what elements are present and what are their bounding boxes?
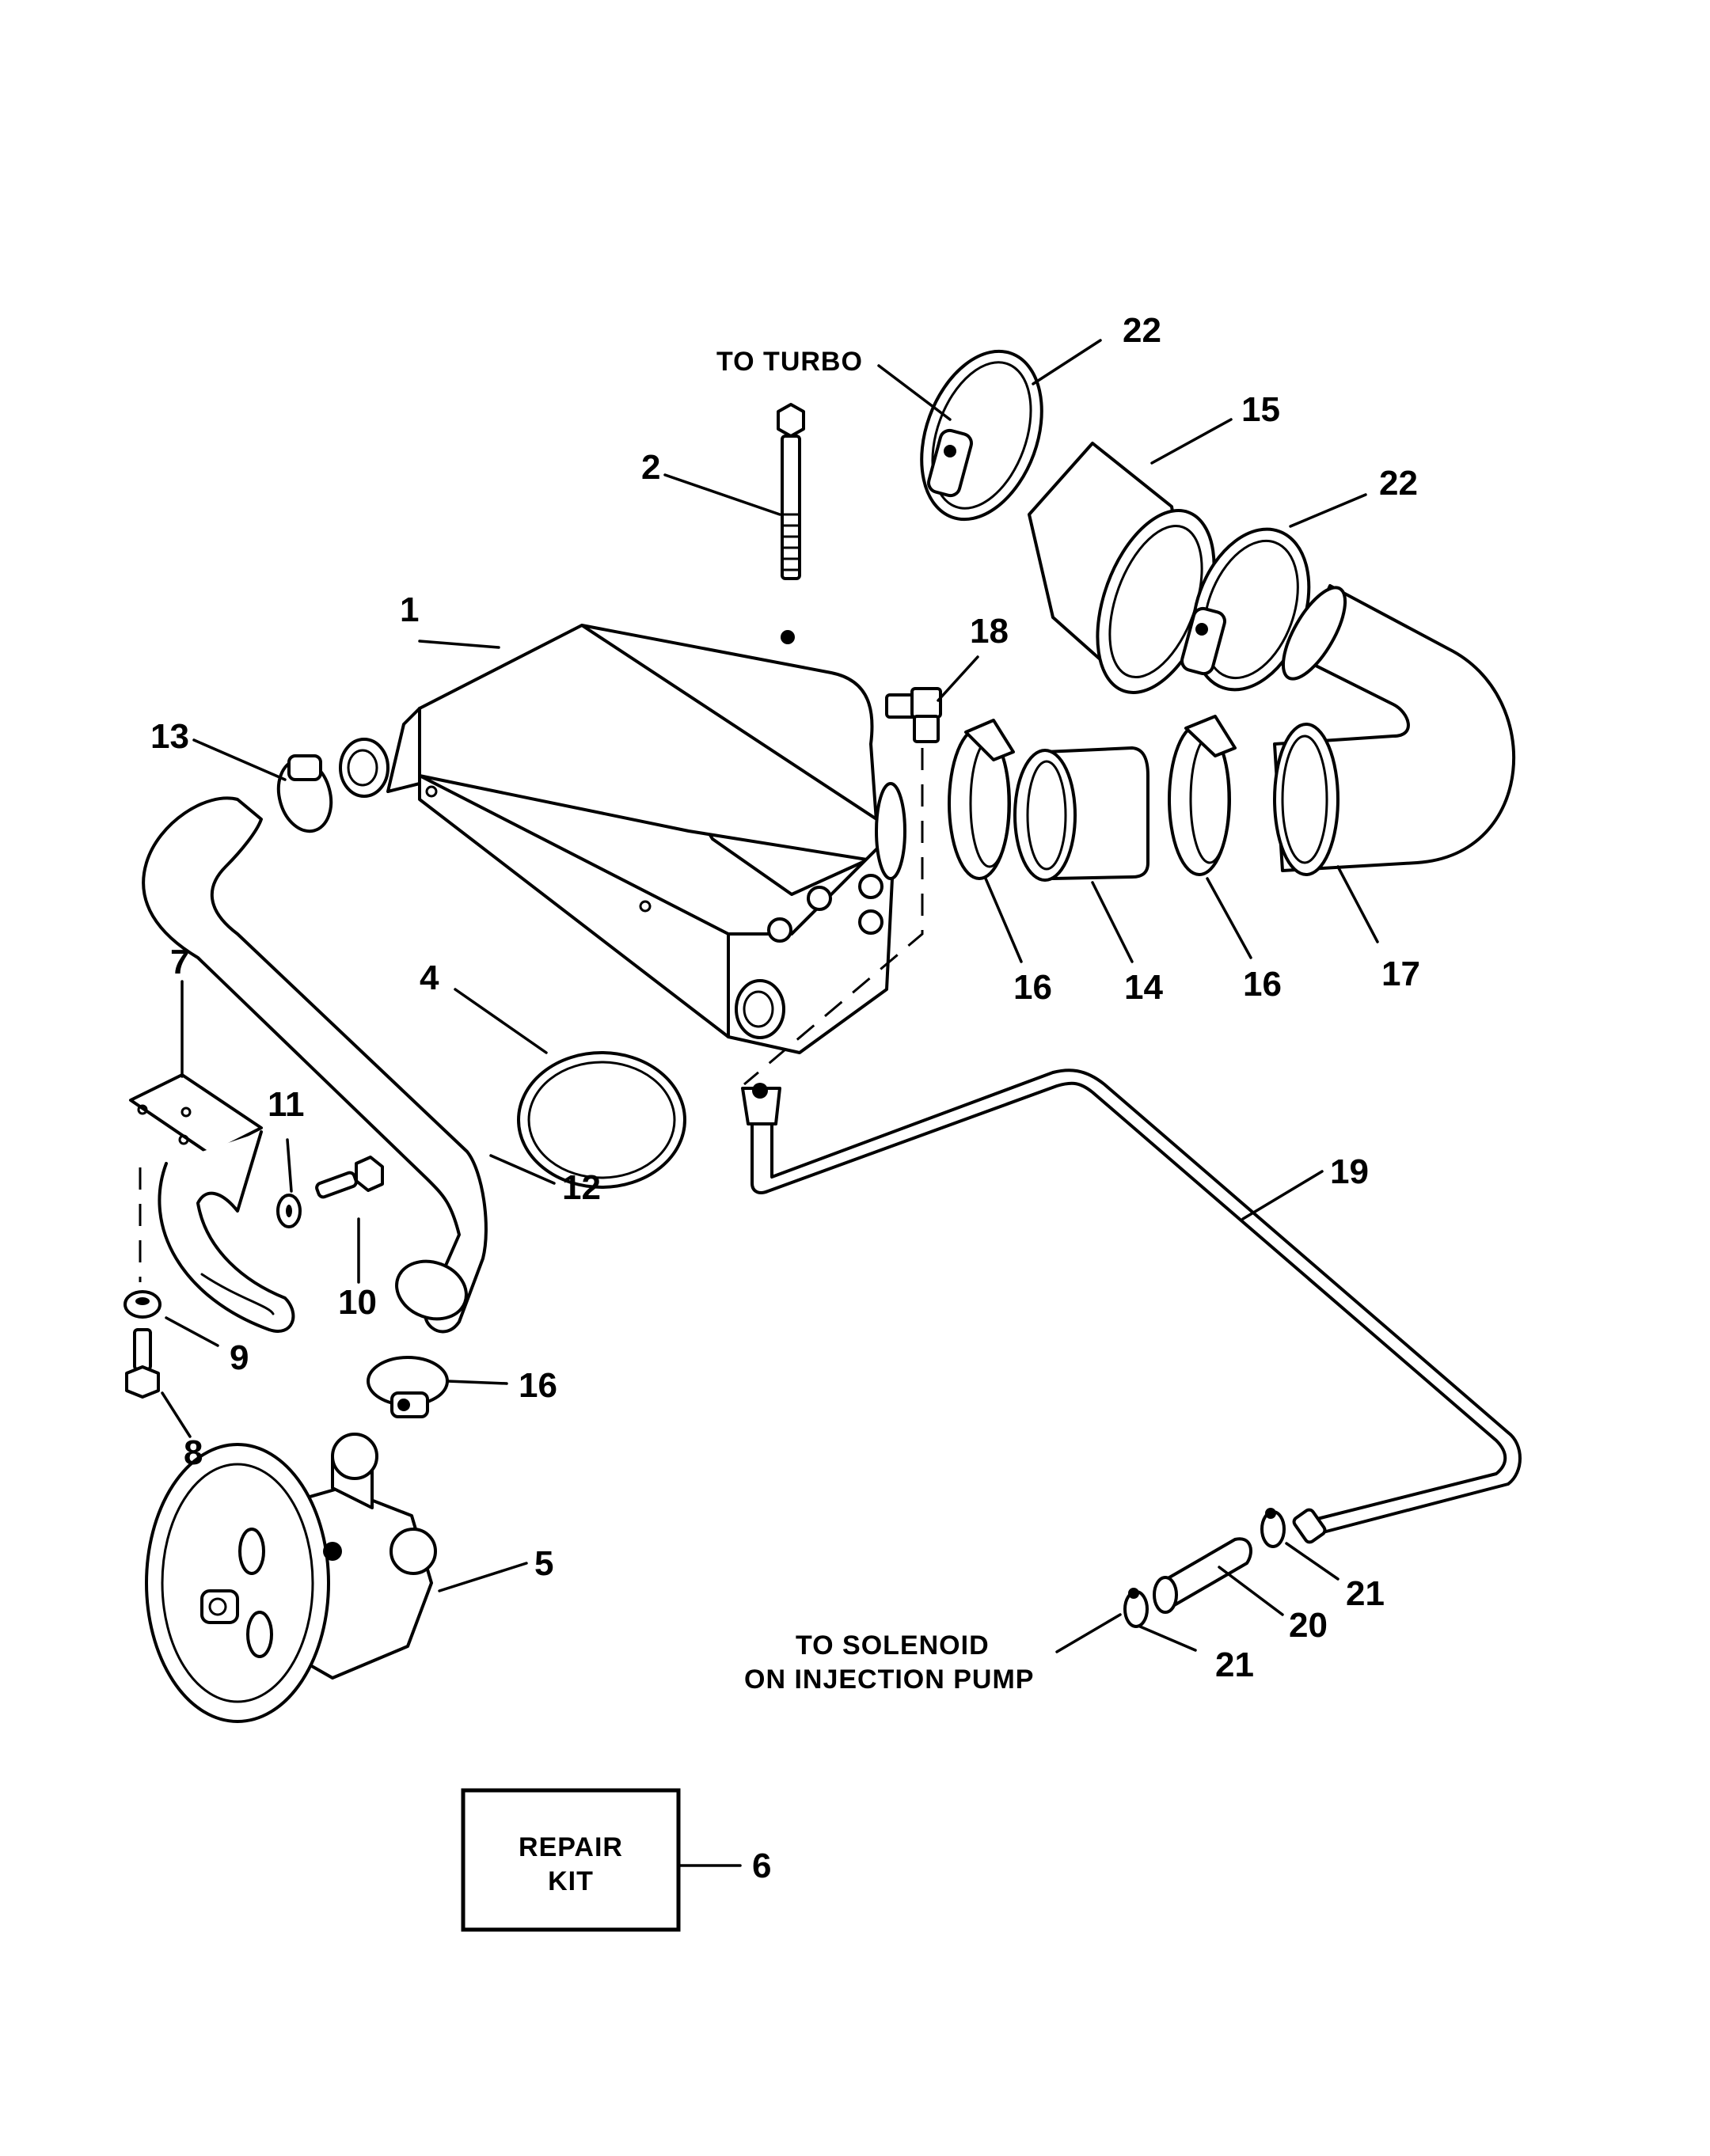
repair-kit-box: REPAIR KIT bbox=[461, 1788, 681, 1932]
screw-part-10 bbox=[315, 1156, 384, 1199]
note-to-solenoid-line1: TO SOLENOID bbox=[796, 1630, 990, 1661]
bracket-part-7 bbox=[129, 1073, 295, 1333]
callout-16-right: 16 bbox=[1243, 965, 1282, 1004]
callout-12: 12 bbox=[562, 1168, 601, 1207]
o-ring-part-4 bbox=[517, 1051, 686, 1189]
seawater-pump-part-5 bbox=[145, 1433, 437, 1723]
clamp-part-21-lower bbox=[1123, 1588, 1149, 1628]
callout-9: 9 bbox=[230, 1338, 249, 1377]
callout-2: 2 bbox=[641, 448, 660, 487]
callout-19: 19 bbox=[1330, 1152, 1369, 1191]
tube-part-19 bbox=[741, 1069, 1522, 1544]
hose-part-12 bbox=[142, 796, 488, 1334]
callout-11: 11 bbox=[268, 1085, 305, 1124]
callout-8: 8 bbox=[184, 1433, 203, 1472]
bolt-part-2 bbox=[777, 403, 805, 580]
callout-21-upper: 21 bbox=[1346, 1574, 1385, 1613]
callout-4: 4 bbox=[420, 958, 439, 997]
callout-21-lower: 21 bbox=[1215, 1645, 1254, 1684]
leader-lines bbox=[161, 339, 1379, 1867]
callout-13: 13 bbox=[150, 717, 189, 756]
callout-22-second: 22 bbox=[1379, 464, 1418, 503]
callout-16-left: 16 bbox=[1013, 968, 1052, 1007]
callout-20: 20 bbox=[1289, 1606, 1328, 1645]
washer-part-11 bbox=[276, 1194, 302, 1228]
callout-18: 18 bbox=[970, 612, 1009, 651]
callout-14: 14 bbox=[1124, 968, 1163, 1007]
hose-clamp-part-13 bbox=[276, 754, 333, 833]
callout-5: 5 bbox=[534, 1544, 553, 1583]
hose-part-20 bbox=[1153, 1537, 1252, 1614]
note-to-turbo: TO TURBO bbox=[716, 347, 863, 377]
callout-1: 1 bbox=[400, 590, 419, 629]
hose-clamp-part-16-lower bbox=[367, 1356, 449, 1418]
elbow-fitting-part-18 bbox=[885, 687, 942, 743]
callout-7: 7 bbox=[170, 943, 189, 981]
callout-15: 15 bbox=[1241, 390, 1280, 429]
hose-coupler-part-14 bbox=[1013, 746, 1150, 882]
callout-6: 6 bbox=[752, 1847, 771, 1885]
clamp-part-21-upper bbox=[1260, 1508, 1286, 1548]
callout-10: 10 bbox=[338, 1283, 377, 1322]
hose-clamp-part-16-right bbox=[1168, 715, 1237, 876]
callout-17: 17 bbox=[1381, 955, 1420, 993]
hose-clamp-part-22-top bbox=[920, 349, 1043, 522]
callout-22-top: 22 bbox=[1123, 311, 1161, 350]
screw-part-8 bbox=[125, 1328, 160, 1399]
callout-16-lower: 16 bbox=[519, 1366, 557, 1405]
aftercooler-housing-part-1 bbox=[339, 624, 906, 1054]
hose-clamp-part-16-left bbox=[948, 719, 1015, 880]
repair-kit-line1: REPAIR bbox=[519, 1832, 623, 1862]
repair-kit-line2: KIT bbox=[548, 1866, 594, 1896]
note-to-solenoid-line2: ON INJECTION PUMP bbox=[744, 1664, 1034, 1695]
lockwasher-part-9 bbox=[124, 1290, 162, 1319]
elbow-hose-part-17 bbox=[1273, 584, 1515, 876]
